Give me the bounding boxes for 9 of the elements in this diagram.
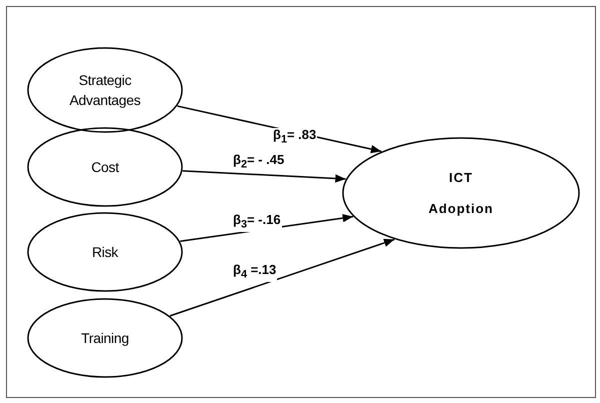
construct-label: Cost	[91, 158, 119, 177]
construct-label: Training	[81, 328, 129, 348]
construct-label: Strategic Advantages	[68, 70, 142, 110]
outcome-label: ICT Adoption	[427, 168, 495, 218]
edge-label: β$_{3}$= -.16	[232, 213, 282, 232]
arrow	[182, 170, 346, 183]
construct-label: Risk	[92, 242, 118, 262]
edge-label: β$_{4}$ =.13	[232, 263, 278, 282]
arrow	[170, 238, 395, 317]
